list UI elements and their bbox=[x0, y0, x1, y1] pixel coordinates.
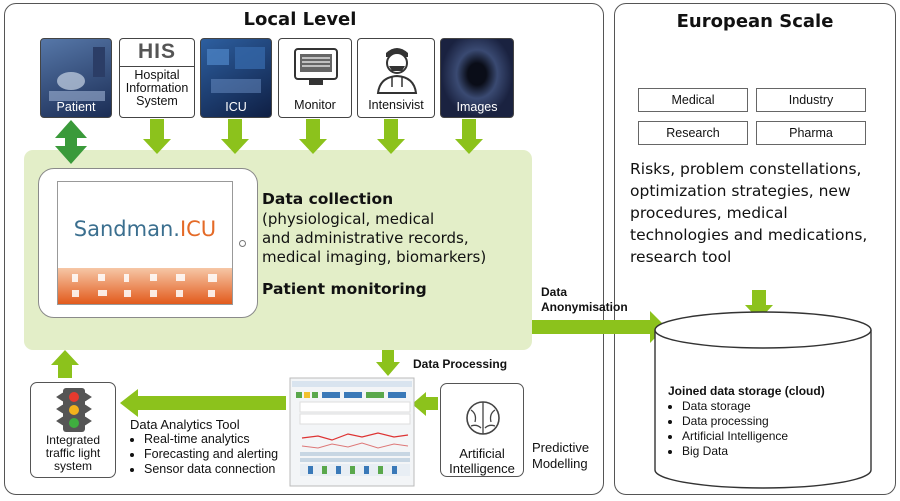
analytics-dashboard bbox=[289, 377, 415, 487]
data-collection-line-3: medical imaging, biomarkers) bbox=[262, 248, 487, 266]
category-medical: Medical bbox=[638, 88, 748, 112]
icu-label: ICU bbox=[225, 100, 247, 114]
ai-box: Artificial Intelligence bbox=[440, 383, 524, 477]
doctor-icon bbox=[376, 48, 418, 94]
patient-tile: Patient bbox=[40, 38, 112, 118]
tablet-device: Sandman.ICU bbox=[38, 168, 258, 318]
analytics-item: Real-time analytics bbox=[144, 432, 278, 447]
intensivist-label: Intensivist bbox=[368, 98, 424, 112]
anonymisation-label-1: Data bbox=[541, 285, 568, 299]
storage-title: Joined data storage (cloud) bbox=[668, 384, 825, 398]
ai-to-dashboard-arrow bbox=[412, 392, 438, 416]
images-tile: Images bbox=[440, 38, 514, 118]
european-desc-5: research tool bbox=[630, 248, 732, 266]
analytics-item: Forecasting and alerting bbox=[144, 447, 278, 462]
his-logo: HIS bbox=[137, 40, 176, 63]
tablet-toolbar-icons bbox=[72, 274, 217, 297]
analytics-list: Real-time analytics Forecasting and aler… bbox=[130, 432, 278, 477]
brain-icon bbox=[466, 401, 500, 435]
source-down-arrows bbox=[143, 119, 483, 154]
traffic-up-arrow bbox=[51, 350, 79, 378]
traffic-light-icon bbox=[56, 388, 92, 432]
storage-item: Big Data bbox=[682, 444, 788, 459]
storage-item: Artificial Intelligence bbox=[682, 429, 788, 444]
analytics-arrow bbox=[120, 389, 286, 417]
european-scale-title: European Scale bbox=[676, 11, 834, 32]
european-desc-3: procedures, medical bbox=[630, 204, 788, 222]
traffic-label-3: system bbox=[53, 459, 92, 473]
predictive-label-2: Modelling bbox=[532, 456, 588, 471]
data-collection-heading: Data collection bbox=[262, 190, 394, 208]
ai-label-2: Intelligence bbox=[449, 461, 515, 476]
european-desc-2: optimization strategies, new bbox=[630, 182, 851, 200]
data-processing-label: Data Processing bbox=[413, 357, 508, 371]
patient-photo-icon bbox=[49, 47, 105, 101]
anonymisation-arrow bbox=[532, 311, 666, 343]
local-level-title: Local Level bbox=[243, 9, 357, 30]
anonymisation-label-2: Anonymisation bbox=[541, 300, 628, 314]
traffic-light-box: Integrated traffic light system bbox=[30, 382, 116, 478]
icu-photo-icon bbox=[207, 47, 265, 93]
sandman-logo: Sandman.ICU bbox=[73, 217, 217, 241]
tablet-home-button bbox=[239, 240, 246, 247]
category-pharma: Pharma bbox=[756, 121, 866, 145]
european-desc-1: Risks, problem constellations, bbox=[630, 160, 862, 178]
european-desc-4: technologies and medications, bbox=[630, 226, 868, 244]
traffic-label-1: Integrated bbox=[45, 433, 101, 447]
intensivist-tile: Intensivist bbox=[357, 38, 435, 118]
monitor-label: Monitor bbox=[294, 98, 336, 112]
category-industry: Industry bbox=[756, 88, 866, 112]
traffic-label-2: traffic light bbox=[45, 446, 101, 460]
patient-monitoring-heading: Patient monitoring bbox=[262, 280, 427, 298]
monitor-icon bbox=[294, 48, 338, 85]
category-research: Research bbox=[638, 121, 748, 145]
analytics-item: Sensor data connection bbox=[144, 462, 278, 477]
tablet-screen: Sandman.ICU bbox=[57, 181, 233, 305]
images-label: Images bbox=[456, 100, 498, 114]
ai-label-1: Artificial bbox=[459, 446, 505, 461]
analytics-title: Data Analytics Tool bbox=[130, 417, 240, 432]
icu-tile: ICU bbox=[200, 38, 272, 118]
patient-double-arrow bbox=[55, 120, 87, 164]
data-collection-line-1: (physiological, medical bbox=[262, 210, 435, 228]
storage-item: Data processing bbox=[682, 414, 788, 429]
predictive-label-1: Predictive bbox=[532, 440, 590, 455]
storage-list: Data storage Data processing Artificial … bbox=[668, 399, 788, 459]
his-tile: HIS Hospital Information System bbox=[119, 38, 195, 118]
data-collection-line-2: and administrative records, bbox=[262, 229, 469, 247]
monitor-tile: Monitor bbox=[278, 38, 352, 118]
tablet-icon-bar bbox=[58, 268, 232, 304]
processing-arrow bbox=[376, 350, 400, 376]
storage-item: Data storage bbox=[682, 399, 788, 414]
patient-label: Patient bbox=[56, 100, 96, 114]
cloud-storage-cylinder bbox=[654, 311, 872, 489]
his-label: Hospital Information System bbox=[125, 68, 189, 108]
